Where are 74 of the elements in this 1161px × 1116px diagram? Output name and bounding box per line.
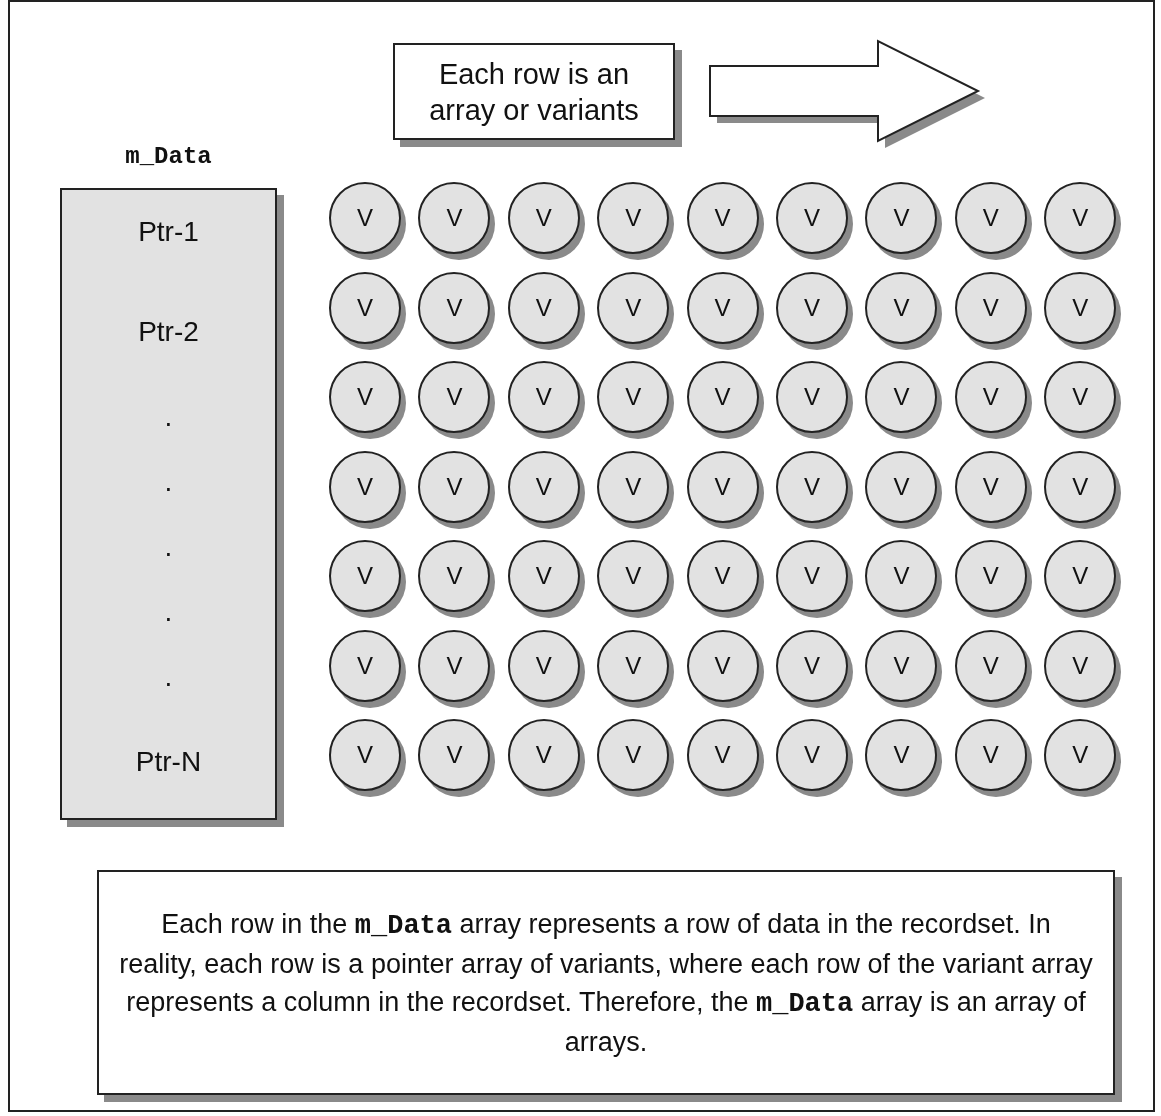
variant-label: V [982, 472, 999, 501]
variant-label: V [804, 204, 820, 232]
variant-label: V [535, 741, 552, 769]
variant-label: V [535, 651, 552, 680]
variant-label: V [357, 383, 373, 411]
pointer-label: Ptr-N [134, 745, 203, 779]
variant-label: V [535, 472, 552, 501]
variant-label: V [714, 293, 731, 322]
variant-label: V [804, 383, 820, 411]
variant-label: V [893, 383, 910, 411]
variant-label: V [714, 383, 731, 411]
variant-label: V [357, 741, 373, 769]
variant-label: V [982, 741, 999, 769]
variant-label: V [804, 651, 820, 680]
variant-label: V [893, 741, 910, 769]
variant-label: V [1072, 651, 1089, 680]
variant-label: V [714, 472, 731, 501]
variant-label: V [714, 651, 731, 680]
variant-label: V [893, 472, 910, 501]
variant-label: V [357, 562, 373, 590]
variant-label: V [446, 562, 463, 590]
variant-label: V [804, 293, 820, 322]
variant-label: V [1072, 741, 1089, 769]
ellipsis-dot: . [163, 400, 174, 434]
variant-label: V [982, 204, 999, 232]
variant-label: V [714, 204, 731, 232]
variant-label: V [804, 741, 820, 769]
variant-label: V [982, 651, 999, 680]
variant-label: V [625, 741, 642, 769]
variant-label: V [893, 562, 910, 590]
ellipsis-dot: . [163, 595, 174, 629]
variant-label: V [357, 472, 373, 501]
variant-label: V [357, 293, 373, 322]
variant-label: V [625, 651, 642, 680]
variant-label: V [1072, 204, 1089, 232]
variant-label: V [446, 472, 463, 501]
explanation-text: Each row in the m_Data array represents a row of data in the recordset. In reality, each row is a pointer array of variants, where each row of the variant array represents a column in the recordset. Therefore, the m_Data array is an array of arrays. [119, 907, 1093, 1059]
variant-label: V [893, 651, 910, 680]
variant-label: V [446, 741, 463, 769]
variant-label: V [446, 383, 463, 411]
variant-label: V [982, 383, 999, 411]
variant-label: V [535, 383, 552, 411]
variant-label: V [535, 562, 552, 590]
variant-label: V [1072, 293, 1089, 322]
variant-label: V [625, 293, 642, 322]
variant-label: V [714, 741, 731, 769]
variant-label: V [1072, 472, 1089, 501]
variant-label: V [446, 293, 463, 322]
variant-label: V [893, 293, 910, 322]
variant-label: V [1072, 562, 1089, 590]
ellipsis-dot: . [163, 465, 174, 499]
variant-label: V [625, 204, 642, 232]
variant-label: V [535, 204, 552, 232]
variant-label: V [625, 472, 642, 501]
variant-label: V [446, 204, 463, 232]
variant-label: V [804, 472, 820, 501]
note-text: Each row is an array or variants [428, 56, 640, 128]
variant-label: V [535, 293, 552, 322]
ellipsis-dot: . [163, 530, 174, 564]
pointer-label: Ptr-2 [137, 315, 200, 349]
ellipsis-dot: . [163, 660, 174, 694]
variant-label: V [1072, 383, 1089, 411]
variant-label: V [357, 651, 373, 680]
variant-label: V [357, 204, 373, 232]
variant-label: V [893, 204, 910, 232]
variant-label: V [982, 293, 999, 322]
variant-label: V [804, 562, 820, 590]
pointer-label: Ptr-1 [137, 215, 200, 249]
variant-label: V [714, 562, 731, 590]
variant-label: V [625, 562, 642, 590]
variant-label: V [625, 383, 642, 411]
array-name: m_Data [124, 142, 213, 172]
variant-label: V [982, 562, 999, 590]
variant-label: V [446, 651, 463, 680]
